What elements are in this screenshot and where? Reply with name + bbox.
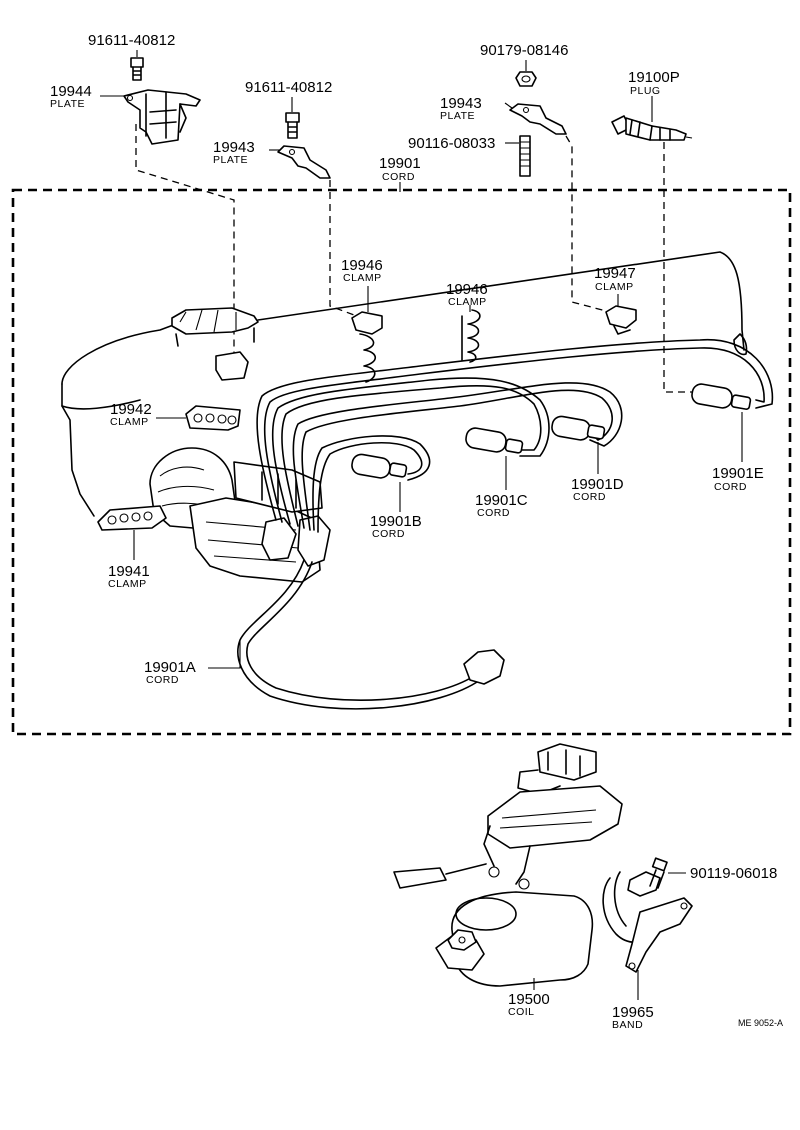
label-cord-19901D: 19901D CORD (571, 476, 624, 503)
part-name: CLAMP (595, 281, 634, 293)
part-number: 19946 (341, 257, 383, 274)
coil-drawing[interactable] (435, 891, 594, 987)
bolt-top-left-drawing[interactable] (130, 50, 144, 81)
part-name: CORD (372, 528, 405, 540)
clamp-19941-drawing[interactable] (97, 505, 167, 531)
leader-plate-19943-left (329, 180, 363, 319)
part-number: 19901E (712, 465, 764, 482)
part-name: PLUG (630, 85, 661, 97)
part-number: 19901D (571, 476, 624, 493)
label-clamp-19946-left: 19946 CLAMP (341, 257, 383, 284)
igniter-drawing[interactable] (393, 743, 623, 890)
distributor-drawing (149, 447, 331, 583)
stud-drawing[interactable] (519, 135, 531, 177)
part-name: PLATE (213, 154, 248, 166)
part-number: 19901A (144, 659, 196, 676)
label-plate-19943-left: 19943 PLATE (213, 139, 255, 166)
cord-19901C-boot[interactable] (465, 427, 524, 454)
label-clamp-19941: 19941 CLAMP (108, 563, 150, 590)
part-name: CORD (382, 171, 415, 183)
label-plate-19943-right: 19943 PLATE (440, 95, 482, 122)
spark-plug-drawing[interactable] (611, 115, 693, 141)
cord-19901B-boot[interactable] (351, 453, 408, 479)
part-number: 19901C (475, 492, 528, 509)
part-name: CORD (714, 481, 747, 493)
label-bolt-top-left: 91611-40812 (88, 32, 175, 49)
bolt-center-drawing[interactable] (285, 97, 300, 139)
leader-plate-19943-right (565, 135, 611, 313)
part-name: CORD (146, 674, 179, 686)
cord-19901A-boot[interactable] (463, 649, 505, 685)
part-number: 19943 (440, 95, 482, 112)
label-cord-19901B: 19901B CORD (370, 513, 422, 540)
part-number: 19941 (108, 563, 150, 580)
part-number: 19500 (508, 991, 550, 1008)
part-number: 19100P (628, 69, 680, 86)
part-number: 19947 (594, 265, 636, 282)
leader-lines (100, 95, 743, 1000)
cord-19901D-boot[interactable] (551, 415, 606, 441)
label-clamp-19946-right: 19946 CLAMP (446, 281, 488, 308)
part-name: CORD (477, 507, 510, 519)
label-coil: 19500 COIL (508, 991, 550, 1018)
label-nut: 90179-08146 (480, 42, 568, 59)
part-number: 19943 (213, 139, 255, 156)
cord-bundle (237, 339, 774, 710)
part-name: CORD (573, 491, 606, 503)
part-number: 90179-08146 (480, 42, 568, 59)
part-number: 19944 (50, 83, 92, 100)
label-clamp-19947: 19947 CLAMP (594, 265, 636, 293)
label-bolt-band: 90119-06018 (690, 865, 777, 882)
engine-outline (61, 251, 748, 517)
label-plug: 19100P PLUG (628, 69, 680, 97)
label-cord-19901: 19901 CORD (379, 155, 421, 183)
part-name: PLATE (50, 98, 85, 110)
clamp-19942-drawing[interactable] (185, 405, 241, 431)
part-name: COIL (508, 1006, 535, 1018)
label-cord-19901A: 19901A CORD (144, 659, 196, 686)
part-name: PLATE (440, 110, 475, 122)
part-number: 90116-08033 (408, 135, 495, 152)
label-band: 19965 BAND (612, 1004, 654, 1031)
part-name: CLAMP (108, 578, 147, 590)
part-number: 90119-06018 (690, 865, 777, 882)
part-number: 19965 (612, 1004, 654, 1021)
label-cord-19901C: 19901C CORD (475, 492, 528, 519)
part-number: 91611-40812 (245, 79, 332, 96)
part-number: 19901 (379, 155, 421, 172)
label-clamp-19942: 19942 CLAMP (110, 401, 152, 428)
clamp-19947-drawing[interactable] (605, 305, 637, 335)
clamp-19946-right-drawing[interactable] (461, 309, 481, 363)
label-bolt-center: 91611-40812 (245, 79, 332, 96)
part-name: CLAMP (448, 296, 487, 308)
part-name: CLAMP (110, 416, 149, 428)
clamp-19946-left-drawing[interactable] (351, 311, 383, 383)
part-number: 19946 (446, 281, 488, 298)
part-number: 19901B (370, 513, 422, 530)
label-cord-19901E: 19901E CORD (712, 465, 764, 493)
label-stud: 90116-08033 (408, 135, 495, 152)
part-number: 91611-40812 (88, 32, 175, 49)
part-number: 19942 (110, 401, 152, 418)
plate-19943-left-drawing[interactable] (277, 145, 331, 179)
part-name: BAND (612, 1019, 643, 1031)
leader-plug (663, 142, 700, 393)
plate-19943-right-drawing[interactable] (509, 103, 567, 135)
band-drawing[interactable] (602, 871, 693, 973)
label-plate-19944: 19944 PLATE (50, 83, 92, 110)
plate-19944-drawing[interactable] (123, 89, 201, 145)
part-name: CLAMP (343, 272, 382, 284)
cord-19901E-boot[interactable] (691, 383, 752, 410)
nut-drawing[interactable] (515, 60, 537, 87)
cord-set-boundary (11, 188, 792, 736)
leader-plate-19944 (135, 124, 235, 358)
reference-code: ME 9052-A (738, 1018, 783, 1028)
bolt-band-drawing[interactable] (649, 857, 668, 889)
